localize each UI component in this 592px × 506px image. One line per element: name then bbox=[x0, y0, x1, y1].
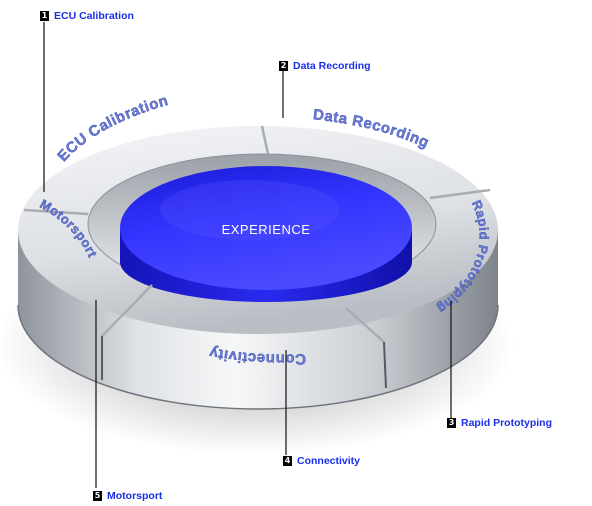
callout-data-recording: 2 Data Recording bbox=[279, 60, 371, 72]
center-label: EXPERIENCE bbox=[222, 222, 311, 237]
callout-label: ECU Calibration bbox=[54, 10, 134, 22]
callout-number: 1 bbox=[40, 11, 49, 21]
callout-motorsport: 5 Motorsport bbox=[93, 490, 162, 502]
center-disc-top bbox=[120, 166, 412, 290]
callout-label: Rapid Prototyping bbox=[461, 417, 552, 429]
callout-ecu-calibration: 1 ECU Calibration bbox=[40, 10, 134, 22]
callout-number: 5 bbox=[93, 491, 102, 501]
callout-connectivity: 4 Connectivity bbox=[283, 455, 360, 467]
callout-number: 4 bbox=[283, 456, 292, 466]
segment-dividers bbox=[23, 125, 491, 343]
callout-label: Data Recording bbox=[293, 60, 371, 72]
ring-bottom-edge bbox=[17, 304, 499, 410]
callout-label: Motorsport bbox=[107, 490, 163, 502]
leader-lines bbox=[43, 22, 452, 488]
callout-number: 2 bbox=[279, 61, 288, 71]
center-disc-highlight bbox=[160, 180, 340, 240]
callout-number: 3 bbox=[447, 418, 456, 428]
callout-rapid-prototyping: 3 Rapid Prototyping bbox=[447, 417, 552, 429]
callout-label: Connectivity bbox=[297, 455, 361, 467]
segment-wall-seams bbox=[101, 336, 387, 389]
